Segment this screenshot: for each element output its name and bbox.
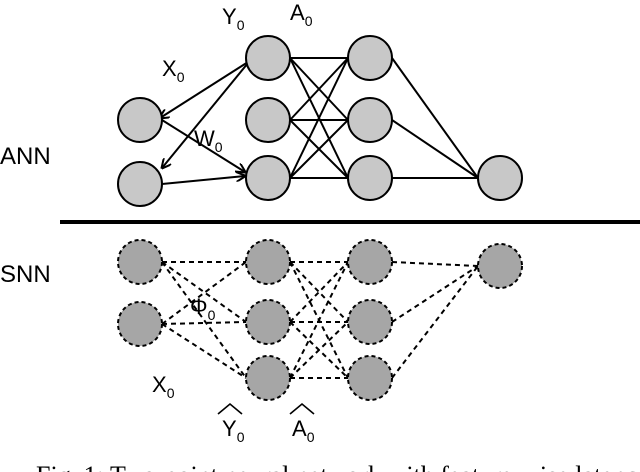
snn-x-label: X0	[152, 372, 175, 401]
snn-y-hat-label: Y0	[222, 416, 245, 445]
snn-edge	[161, 321, 247, 325]
ann-input-node	[117, 161, 163, 207]
ann-hidden-node	[245, 35, 291, 81]
ann-edge	[289, 119, 349, 179]
snn-edge	[289, 261, 349, 323]
ann-edge	[391, 119, 479, 179]
ann-edge	[161, 119, 245, 172]
ann-hidden-node	[347, 97, 393, 143]
ann-hidden-node	[347, 35, 393, 81]
snn-hidden-node	[347, 299, 393, 345]
ann-hidden-node	[245, 155, 291, 201]
ann-w-label: W0	[194, 126, 223, 155]
snn-hidden-node	[245, 239, 291, 285]
snn-phi-label: Φ0	[190, 294, 216, 323]
snn-edge	[391, 265, 479, 323]
ann-edge	[289, 57, 349, 121]
ann-x-label: X0	[162, 56, 185, 85]
ann-edges	[160, 57, 479, 185]
snn-edge	[391, 261, 479, 267]
snn-edge	[161, 323, 247, 379]
snn-edge	[289, 261, 349, 379]
ann-a-label: A0	[290, 0, 313, 29]
hat-accent-icon	[217, 402, 243, 415]
ann-y-label: Y0	[222, 4, 245, 33]
snn-hidden-node	[245, 299, 291, 345]
snn-hidden-node	[347, 355, 393, 401]
ann-edge	[162, 62, 249, 168]
snn-input-node	[117, 239, 163, 285]
snn-hidden-node	[347, 239, 393, 285]
snn-a-hat-label: A0	[292, 416, 315, 445]
snn-hidden-node	[245, 355, 291, 401]
ann-edge	[391, 57, 479, 179]
ann-edge	[289, 57, 349, 179]
ann-nodes	[117, 35, 523, 207]
ann-output-node	[477, 155, 523, 201]
ann-edge	[160, 61, 249, 118]
snn-section-label: SNN	[0, 261, 51, 288]
snn-edge	[161, 261, 247, 379]
snn-input-node	[117, 301, 163, 347]
snn-edge	[391, 265, 479, 379]
figure-caption: Fig. 1: Two-point neural network with fe…	[36, 461, 640, 472]
snn-nodes	[117, 239, 523, 401]
ann-input-node	[117, 97, 163, 143]
snn-output-node	[477, 243, 523, 289]
ann-hidden-node	[347, 155, 393, 201]
hat-accent-icon	[289, 402, 315, 415]
ann-hidden-node	[245, 97, 291, 143]
snn-edge	[289, 321, 349, 379]
snn-edges	[161, 261, 479, 379]
ann-section-label: ANN	[0, 143, 51, 170]
snn-edge	[289, 261, 349, 323]
ann-edge	[161, 176, 245, 185]
